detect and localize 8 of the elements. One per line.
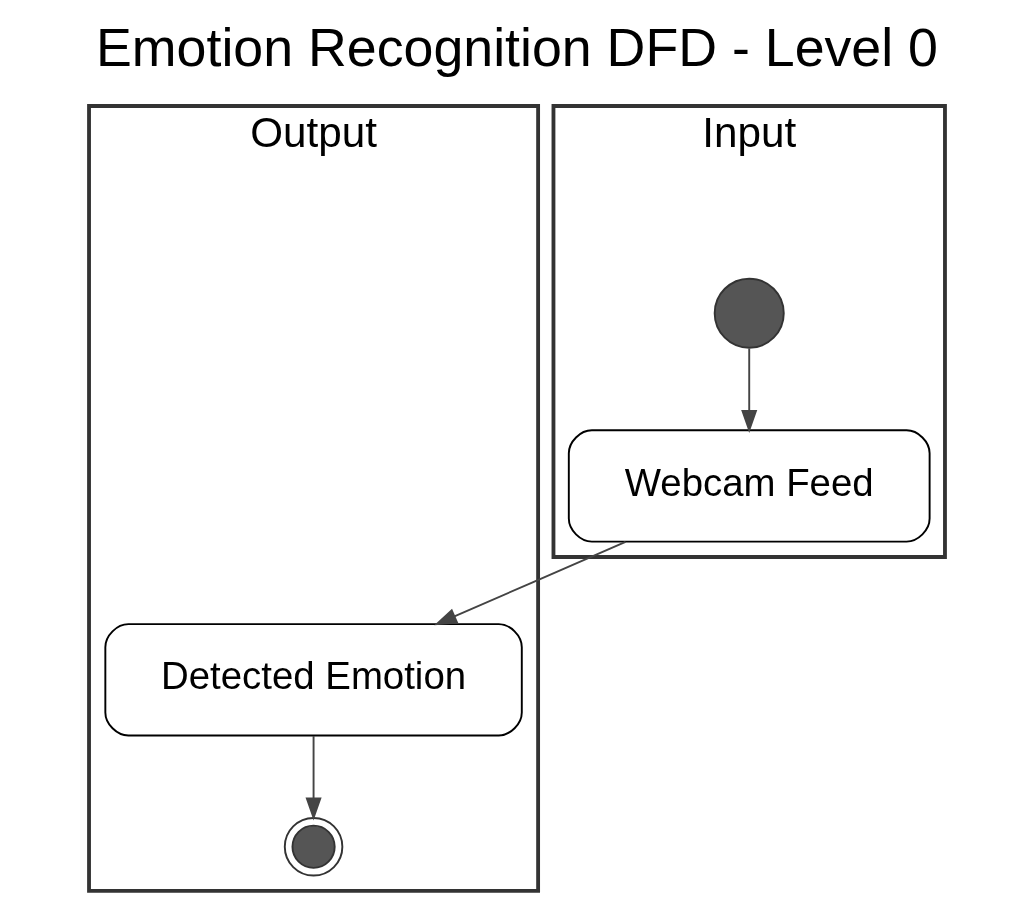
arrow [740,347,757,434]
arrow [433,540,626,626]
diagram-title: Emotion Recognition DFD - Level 0 [95,17,938,78]
arrow [305,735,322,821]
node-box: Webcam Feed [567,429,931,543]
node-circle [713,277,785,349]
node-box: Detected Emotion [103,623,523,737]
node-bullseye [283,817,343,877]
